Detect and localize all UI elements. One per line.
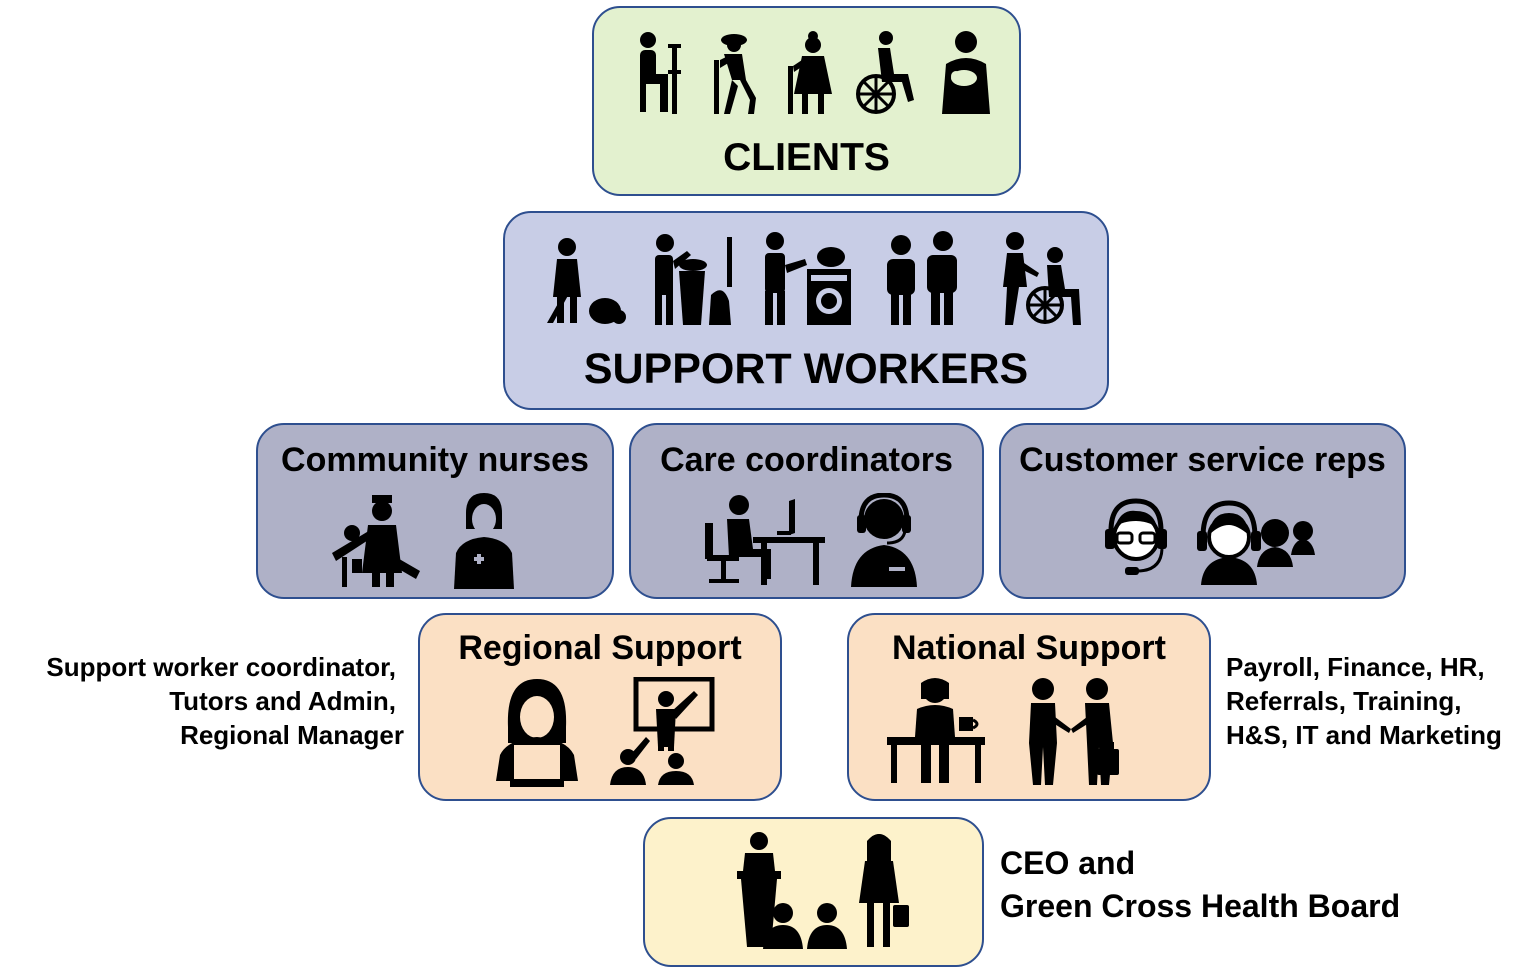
- community-nurses-title: Community nurses: [281, 441, 589, 479]
- headset-operator-icon: [851, 493, 917, 587]
- clients-title: CLIENTS: [723, 136, 890, 179]
- person-with-crutch-icon: [640, 32, 681, 114]
- customer-service-box: Customer service reps: [999, 423, 1406, 599]
- person-at-desk-icon: [705, 495, 825, 585]
- teacher-at-whiteboard-icon: [610, 677, 715, 785]
- laundry-icon: [765, 232, 851, 325]
- vacuuming-icon: [547, 238, 626, 324]
- national-support-box: National Support: [847, 613, 1211, 801]
- board-description: CEO and Green Cross Health Board: [1000, 842, 1400, 928]
- presenter-at-podium-icon: [737, 832, 847, 949]
- board-box: [643, 817, 984, 967]
- national-side-line-2: Referrals, Training,: [1226, 686, 1462, 716]
- regional-support-description: Support worker coordinator, Tutors and A…: [16, 650, 404, 752]
- regional-support-title: Regional Support: [458, 629, 742, 667]
- pushing-wheelchair-icon: [1003, 232, 1081, 325]
- elderly-woman-with-cane-icon: [788, 31, 832, 114]
- woman-at-laptop-icon: [496, 679, 578, 787]
- national-support-description: Payroll, Finance, HR, Referrals, Trainin…: [1226, 650, 1502, 752]
- businesswoman-icon: [859, 834, 909, 947]
- board-side-line-1: CEO and: [1000, 845, 1136, 881]
- companions-icon: [887, 231, 957, 325]
- clients-box: CLIENTS: [592, 6, 1021, 196]
- support-workers-title: SUPPORT WORKERS: [583, 345, 1029, 393]
- care-coordinators-title: Care coordinators: [660, 441, 953, 479]
- community-nurses-box: Community nurses: [256, 423, 614, 599]
- headset-agent-icon: [1105, 498, 1167, 575]
- national-support-title: National Support: [892, 629, 1166, 667]
- woman-at-desk-icon: [887, 678, 985, 783]
- regional-side-line-2: Tutors and Admin,: [169, 686, 396, 716]
- national-side-line-1: Payroll, Finance, HR,: [1226, 652, 1485, 682]
- taking-out-trash-icon: [655, 234, 732, 325]
- regional-side-line-3: Regional Manager: [180, 720, 404, 750]
- national-side-line-3: H&S, IT and Marketing: [1226, 720, 1502, 750]
- call-center-team-icon: [1197, 500, 1315, 585]
- regional-support-box: Regional Support: [418, 613, 782, 801]
- nurse-icon: [454, 493, 514, 589]
- customer-service-title: Customer service reps: [1019, 441, 1386, 479]
- care-coordinators-box: Care coordinators: [629, 423, 984, 599]
- board-side-line-2: Green Cross Health Board: [1000, 888, 1401, 924]
- nurse-with-patients-icon: [332, 495, 420, 587]
- person-holding-baby-icon: [942, 31, 990, 114]
- business-handshake-icon: [1029, 678, 1119, 785]
- support-workers-box: SUPPORT WORKERS: [503, 211, 1109, 410]
- elderly-man-with-cane-icon: [714, 34, 756, 114]
- wheelchair-user-icon: [856, 31, 914, 114]
- regional-side-line-1: Support worker coordinator,: [46, 652, 396, 682]
